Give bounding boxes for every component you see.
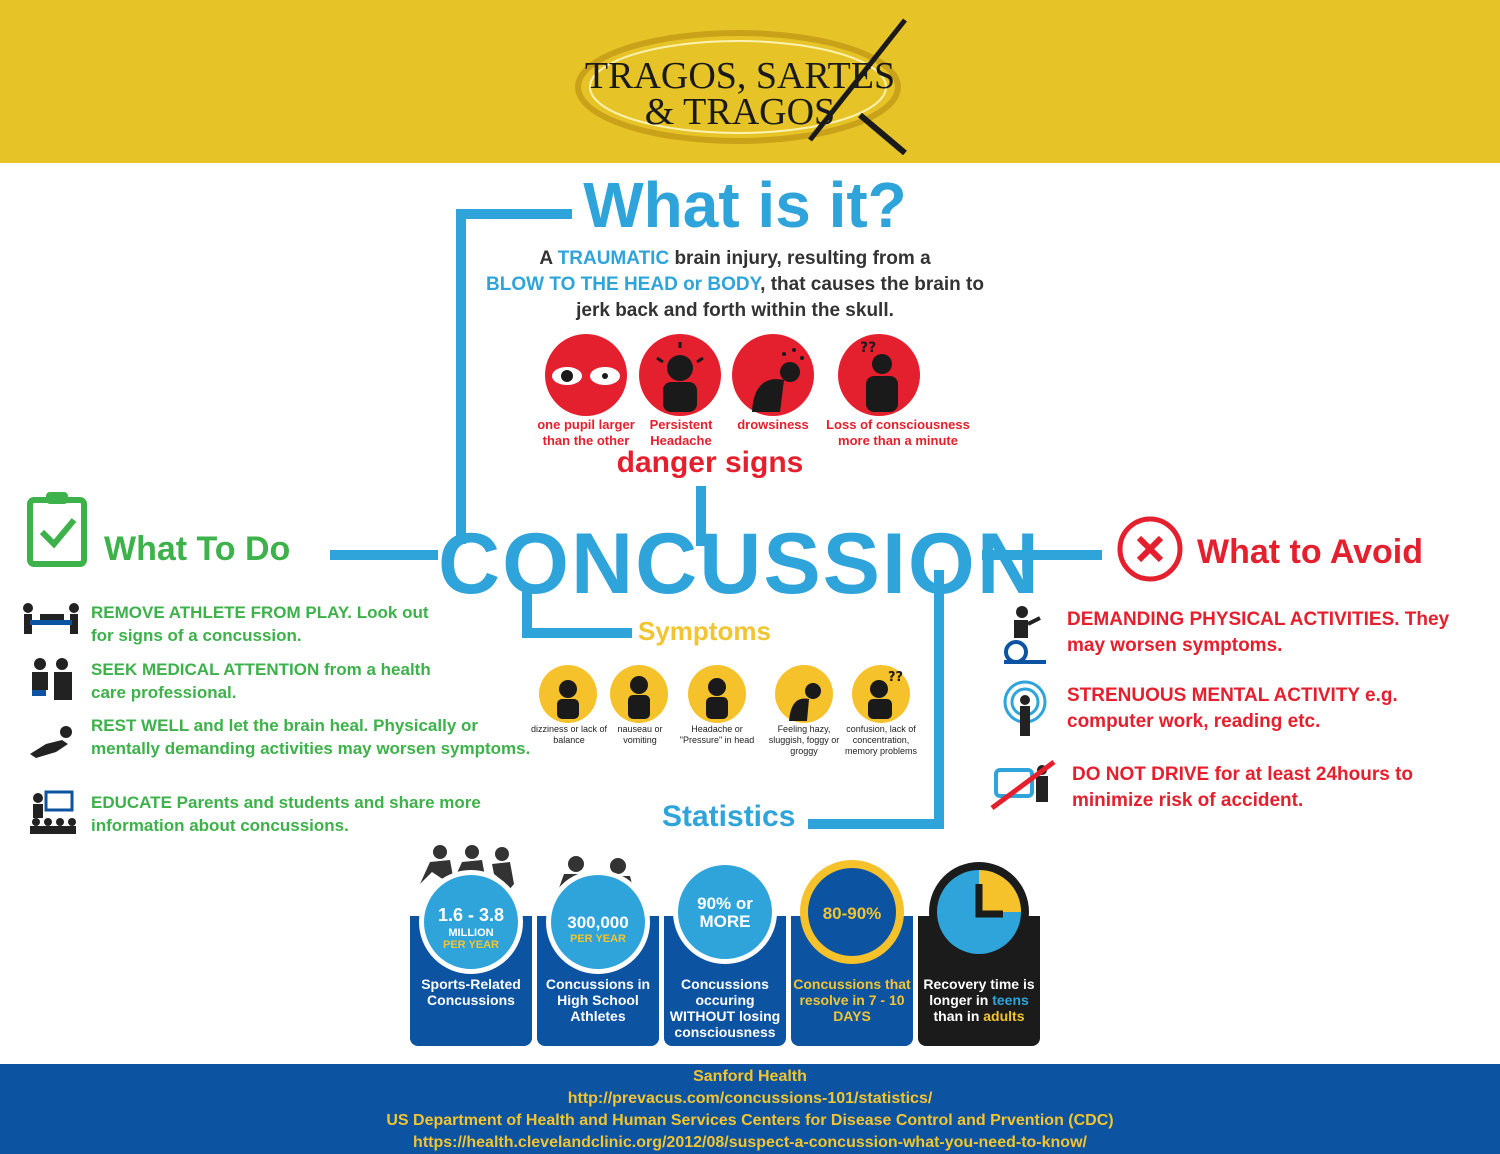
- todo-item: REST WELL and let the brain heal. Physic…: [91, 716, 531, 758]
- confusion-icon: ??: [852, 665, 910, 723]
- drowsy-icon: [732, 334, 814, 416]
- clock-icon: [929, 862, 1029, 962]
- stat-circle: 80-90%: [800, 860, 904, 964]
- definition-text: A TRAUMATIC brain injury, resulting from…: [486, 248, 984, 321]
- header-band: TRAGOS, SARTES & TRAGOS: [0, 0, 1500, 163]
- danger-label: Persistent Headache: [649, 417, 713, 448]
- todo-item: SEEK MEDICAL ATTENTION from a health car…: [91, 660, 431, 702]
- teacher-icon: [28, 790, 76, 839]
- avoid-item: STRENUOUS MENTAL ACTIVITY e.g. computer …: [1067, 685, 1398, 732]
- connector-line: [330, 550, 438, 560]
- symptom-label: Feeling hazy, sluggish, foggy or groggy: [768, 724, 840, 756]
- svg-text:??: ??: [860, 340, 876, 356]
- connector-line: [522, 585, 532, 637]
- connector-line: [696, 486, 706, 546]
- headache-icon: [639, 334, 721, 416]
- resting-icon: [26, 722, 76, 765]
- head-pressure-icon: [688, 665, 746, 723]
- what-to-avoid-title: What to Avoid: [1197, 533, 1423, 571]
- connector-line: [522, 628, 632, 638]
- mental-activity-icon: [1000, 680, 1050, 747]
- foggy-icon: [775, 665, 833, 723]
- stat-circle: 1.6 - 3.8 MILLION PER YEAR: [419, 870, 523, 974]
- connector-line: [456, 209, 572, 219]
- todo-item: REMOVE ATHLETE FROM PLAY. Look out for s…: [91, 603, 429, 645]
- danger-label: Loss of consciousness more than a minute: [826, 417, 970, 448]
- statistics-title: Statistics: [662, 800, 796, 833]
- clipboard-check-icon: [27, 492, 87, 567]
- sources-footer: Sanford Health http://prevacus.com/concu…: [0, 1064, 1500, 1154]
- danger-signs-title: danger signs: [616, 446, 804, 479]
- source-line: http://prevacus.com/concussions-101/stat…: [567, 1090, 933, 1107]
- source-line: https://health.clevelandclinic.org/2012/…: [413, 1134, 1087, 1151]
- connector-line: [808, 819, 944, 829]
- fainting-icon: ??: [838, 334, 920, 416]
- doctor-icon: [30, 656, 74, 707]
- nausea-icon: [610, 665, 668, 723]
- what-is-it-title: What is it?: [583, 169, 907, 241]
- logo-emblem-icon: [575, 18, 907, 155]
- concussion-title: CONCUSSION: [438, 516, 1041, 612]
- stat-circle: 90% or MORE: [673, 860, 777, 964]
- cross-circle-icon: [1117, 516, 1183, 582]
- stretcher-icon: [18, 600, 84, 647]
- what-to-do-title: What To Do: [104, 530, 291, 568]
- dizzy-icon: [539, 665, 597, 723]
- symptom-label: Headache or "Pressure" in head: [679, 724, 755, 745]
- connector-line: [982, 550, 1102, 560]
- source-line: US Department of Health and Human Servic…: [386, 1112, 1114, 1129]
- symptom-label: nauseau or vomiting: [617, 724, 663, 745]
- todo-item: EDUCATE Parents and students and share m…: [91, 793, 481, 835]
- source-line: Sanford Health: [693, 1068, 807, 1085]
- eyes-icon: [545, 334, 627, 416]
- exercise-bike-icon: [1000, 604, 1050, 671]
- symptoms-title: Symptoms: [638, 616, 771, 646]
- symptom-label: dizziness or lack of balance: [530, 724, 608, 745]
- avoid-item: DEMANDING PHYSICAL ACTIVITIES. They may …: [1067, 609, 1450, 656]
- svg-text:??: ??: [888, 670, 903, 685]
- logo-text: TRAGOS, SARTES & TRAGOS: [584, 55, 896, 133]
- stat-circle: 300,000 PER YEAR: [546, 870, 650, 974]
- connector-line: [456, 209, 466, 544]
- stat-caption: Concussions in High School Athletes: [545, 976, 651, 1024]
- no-driving-icon: [990, 758, 1062, 819]
- symptom-label: confusion, lack of concentration, memory…: [844, 724, 918, 756]
- stat-caption: Concussions occuring WITHOUT losing cons…: [669, 976, 781, 1040]
- connector-line: [934, 570, 944, 828]
- stat-caption: Concussions that resolve in 7 - 10 DAYS: [793, 976, 911, 1024]
- danger-label: drowsiness: [737, 417, 809, 432]
- danger-label: one pupil larger than the other: [537, 417, 635, 448]
- stat-caption: Recovery time is longer in teens than in…: [923, 976, 1035, 1024]
- stat-caption: Sports-Related Concussions: [421, 976, 521, 1008]
- avoid-item: DO NOT DRIVE for at least 24hours to min…: [1072, 764, 1414, 811]
